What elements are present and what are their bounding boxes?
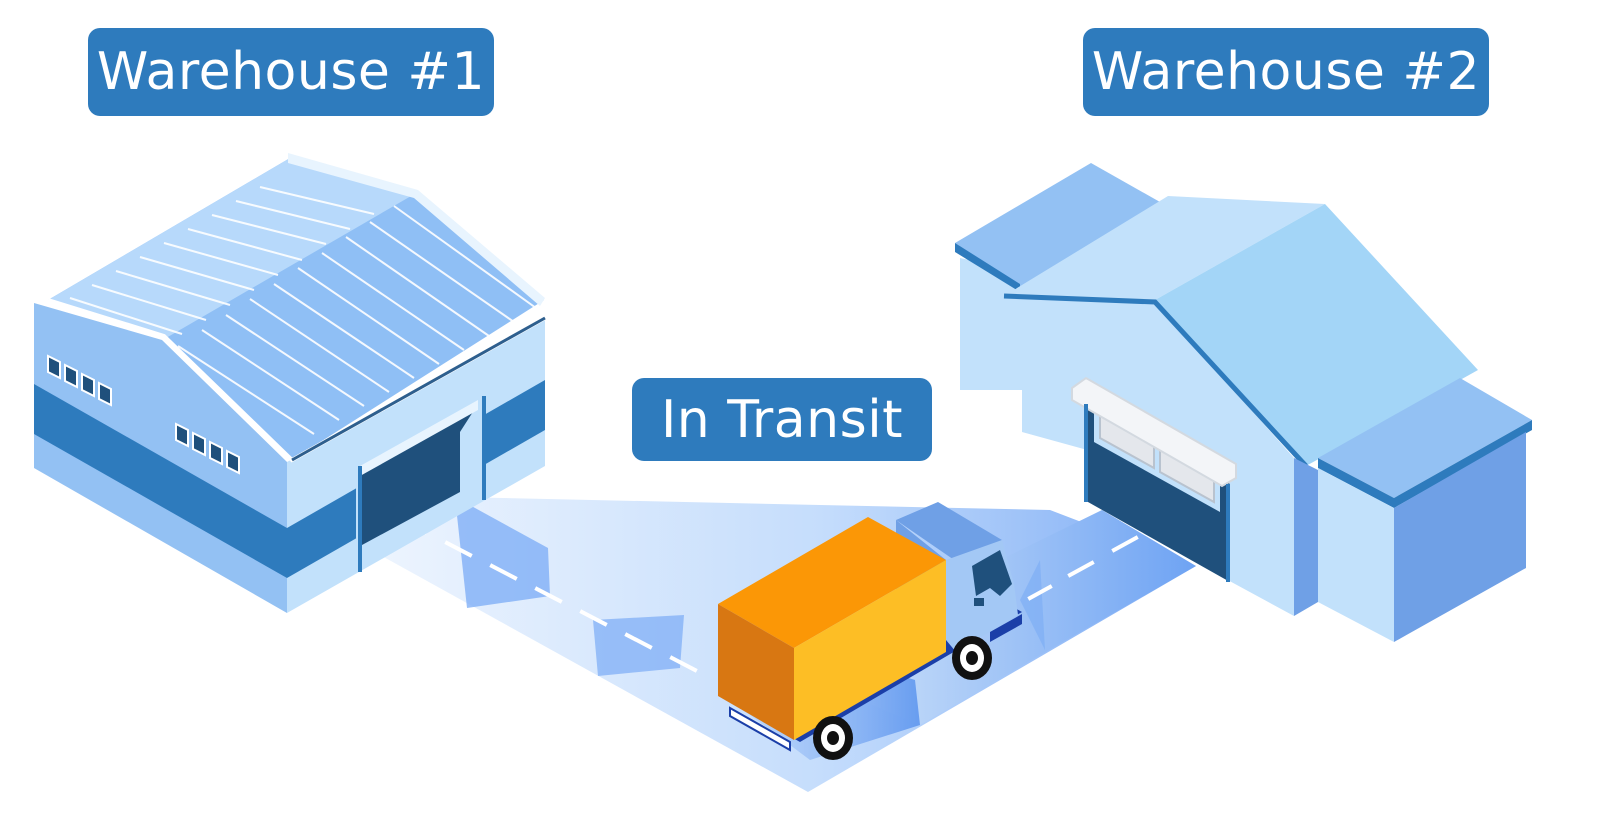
w2-garage-lintel — [1071, 376, 1237, 488]
warehouse-2-icon — [955, 163, 1532, 642]
w2-annex-side — [1394, 432, 1526, 642]
delivery-truck-icon — [718, 502, 1022, 760]
road-dashes — [399, 517, 1139, 673]
in-transit-label: In Transit — [632, 378, 932, 461]
w2-back-roof-edge — [955, 243, 1020, 292]
warehouse-1-icon — [34, 153, 546, 613]
warehouse-2-label: Warehouse #2 — [1083, 28, 1489, 116]
w1-windows — [47, 354, 240, 475]
w1-roof-panels — [69, 186, 537, 435]
truck-cargo-front — [718, 604, 794, 740]
w2-main-roof-edge — [1003, 293, 1308, 468]
warehouse-1-label: Warehouse #1 — [88, 28, 494, 116]
truck-cab-roof — [896, 502, 1002, 564]
w2-side-wall-dark — [1294, 458, 1318, 616]
truck-cargo-top — [718, 517, 946, 648]
w1-door — [362, 404, 478, 545]
road-shade-1 — [455, 497, 550, 608]
truck-front-wheel — [952, 636, 992, 680]
w2-annex-front — [1318, 468, 1394, 642]
road-shade-3 — [1020, 560, 1045, 650]
w1-roof-ridge — [288, 153, 545, 306]
w2-annex-roof — [1318, 378, 1532, 498]
truck-rear-wheel — [813, 716, 853, 760]
truck-rear-bumper — [729, 706, 791, 752]
w2-back-roof — [955, 163, 1160, 290]
w2-main-roof-left — [1004, 196, 1325, 300]
truck-cab-window — [972, 550, 1012, 596]
w1-door-lintel — [360, 400, 478, 476]
truck-cargo-side — [794, 560, 946, 740]
truck-bumper — [990, 614, 1022, 642]
road-shade-2 — [593, 615, 684, 676]
w1-left-band — [34, 384, 287, 578]
w2-main-roof-right — [1155, 204, 1478, 466]
w2-front-wall — [1086, 296, 1294, 616]
road-right-segment — [860, 510, 1196, 725]
truck-mirror — [974, 598, 984, 606]
